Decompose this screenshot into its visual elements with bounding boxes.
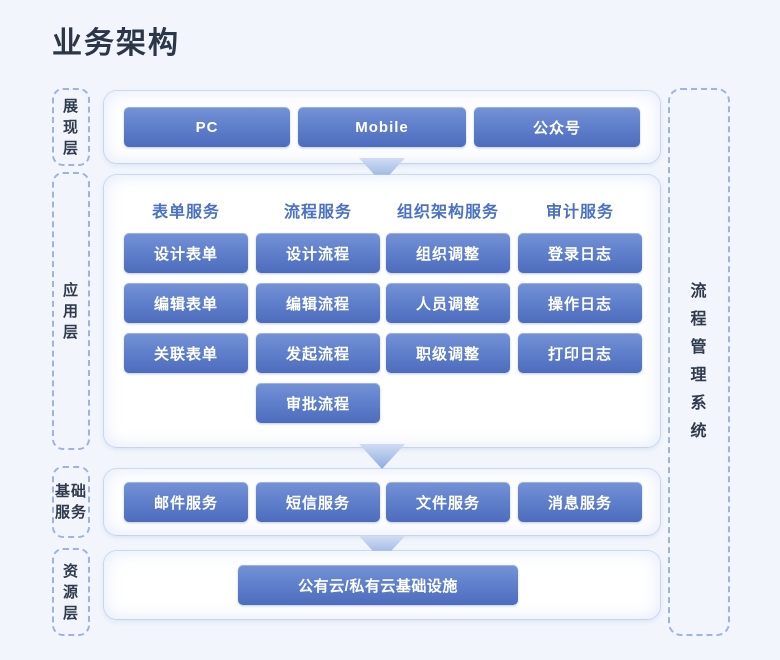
application-item-process-approve-label: 审批流程	[285, 395, 350, 413]
basic-service-item-sms[interactable]: 短信服务	[256, 482, 380, 522]
application-item-login-log-label: 登录日志	[547, 245, 612, 263]
basic-service-item-mail-label: 邮件服务	[153, 494, 218, 512]
application-item-operation-log-label: 操作日志	[547, 295, 612, 313]
layer-tag-basic-service: 基础服务	[52, 466, 90, 538]
application-item-org-adjust-label: 组织调整	[415, 245, 480, 263]
application-column-header-form-service: 表单服务	[122, 198, 250, 222]
basic-service-item-message-label: 消息服务	[547, 494, 612, 512]
application-item-print-log[interactable]: 打印日志	[518, 333, 642, 373]
application-column-header-audit-service: 审计服务	[516, 198, 644, 222]
layer-tag-application: 应用层	[52, 172, 90, 450]
presentation-item-official-account[interactable]: 公众号	[474, 107, 640, 147]
basic-service-item-message[interactable]: 消息服务	[518, 482, 642, 522]
application-column-header-audit-service-label: 审计服务	[545, 204, 614, 221]
application-item-print-log-label: 打印日志	[547, 345, 612, 363]
presentation-item-pc[interactable]: PC	[124, 107, 290, 147]
application-item-process-start[interactable]: 发起流程	[256, 333, 380, 373]
application-item-login-log[interactable]: 登录日志	[518, 233, 642, 273]
layer-tag-resource-label: 资源层	[62, 562, 79, 622]
presentation-item-official-account-label: 公众号	[532, 119, 581, 137]
application-item-process-design[interactable]: 设计流程	[256, 233, 380, 273]
basic-service-item-file[interactable]: 文件服务	[386, 482, 510, 522]
application-item-operation-log[interactable]: 操作日志	[518, 283, 642, 323]
application-item-process-edit[interactable]: 编辑流程	[256, 283, 380, 323]
application-column-header-org-service: 组织架构服务	[384, 198, 512, 222]
application-item-staff-adjust-label: 人员调整	[415, 295, 480, 313]
application-item-process-design-label: 设计流程	[285, 245, 350, 263]
basic-service-item-file-label: 文件服务	[415, 494, 480, 512]
application-column-header-process-service: 流程服务	[254, 198, 382, 222]
arrow-basic-to-resource-icon	[359, 536, 405, 562]
layer-tag-basic-service-label: 基础服务	[54, 483, 87, 521]
application-item-form-edit[interactable]: 编辑表单	[124, 283, 248, 323]
resource-item-cloud-infrastructure-label: 公有云/私有云基础设施	[298, 577, 458, 595]
basic-service-item-sms-label: 短信服务	[285, 494, 350, 512]
basic-service-item-mail[interactable]: 邮件服务	[124, 482, 248, 522]
layer-tag-application-label: 应用层	[62, 281, 79, 341]
application-item-form-edit-label: 编辑表单	[153, 295, 218, 313]
page-title: 业务架构	[52, 27, 180, 60]
application-item-form-relate[interactable]: 关联表单	[124, 333, 248, 373]
layer-tag-resource: 资源层	[52, 548, 90, 636]
layer-tag-presentation: 展现层	[52, 88, 90, 166]
application-column-header-process-service-label: 流程服务	[283, 204, 352, 221]
application-item-form-design[interactable]: 设计表单	[124, 233, 248, 273]
presentation-item-mobile[interactable]: Mobile	[298, 107, 466, 147]
presentation-item-mobile-label: Mobile	[355, 118, 409, 136]
application-item-process-approve[interactable]: 审批流程	[256, 383, 380, 423]
arrow-presentation-to-application-icon	[359, 158, 405, 184]
arrow-application-to-basic-icon	[359, 444, 405, 470]
application-item-form-design-label: 设计表单	[153, 245, 218, 263]
application-item-rank-adjust[interactable]: 职级调整	[386, 333, 510, 373]
layer-tag-presentation-label: 展现层	[62, 97, 79, 157]
resource-item-cloud-infrastructure[interactable]: 公有云/私有云基础设施	[238, 565, 518, 605]
system-tag-label: 流程管理系统	[690, 283, 708, 440]
system-tag-process-management: 流程管理系统	[668, 88, 730, 636]
application-item-process-start-label: 发起流程	[285, 345, 350, 363]
application-item-process-edit-label: 编辑流程	[285, 295, 350, 313]
application-item-form-relate-label: 关联表单	[153, 345, 218, 363]
application-item-org-adjust[interactable]: 组织调整	[386, 233, 510, 273]
presentation-item-pc-label: PC	[195, 118, 219, 136]
application-column-header-form-service-label: 表单服务	[151, 204, 220, 221]
application-column-header-org-service-label: 组织架构服务	[396, 204, 499, 221]
application-item-staff-adjust[interactable]: 人员调整	[386, 283, 510, 323]
application-item-rank-adjust-label: 职级调整	[415, 345, 480, 363]
